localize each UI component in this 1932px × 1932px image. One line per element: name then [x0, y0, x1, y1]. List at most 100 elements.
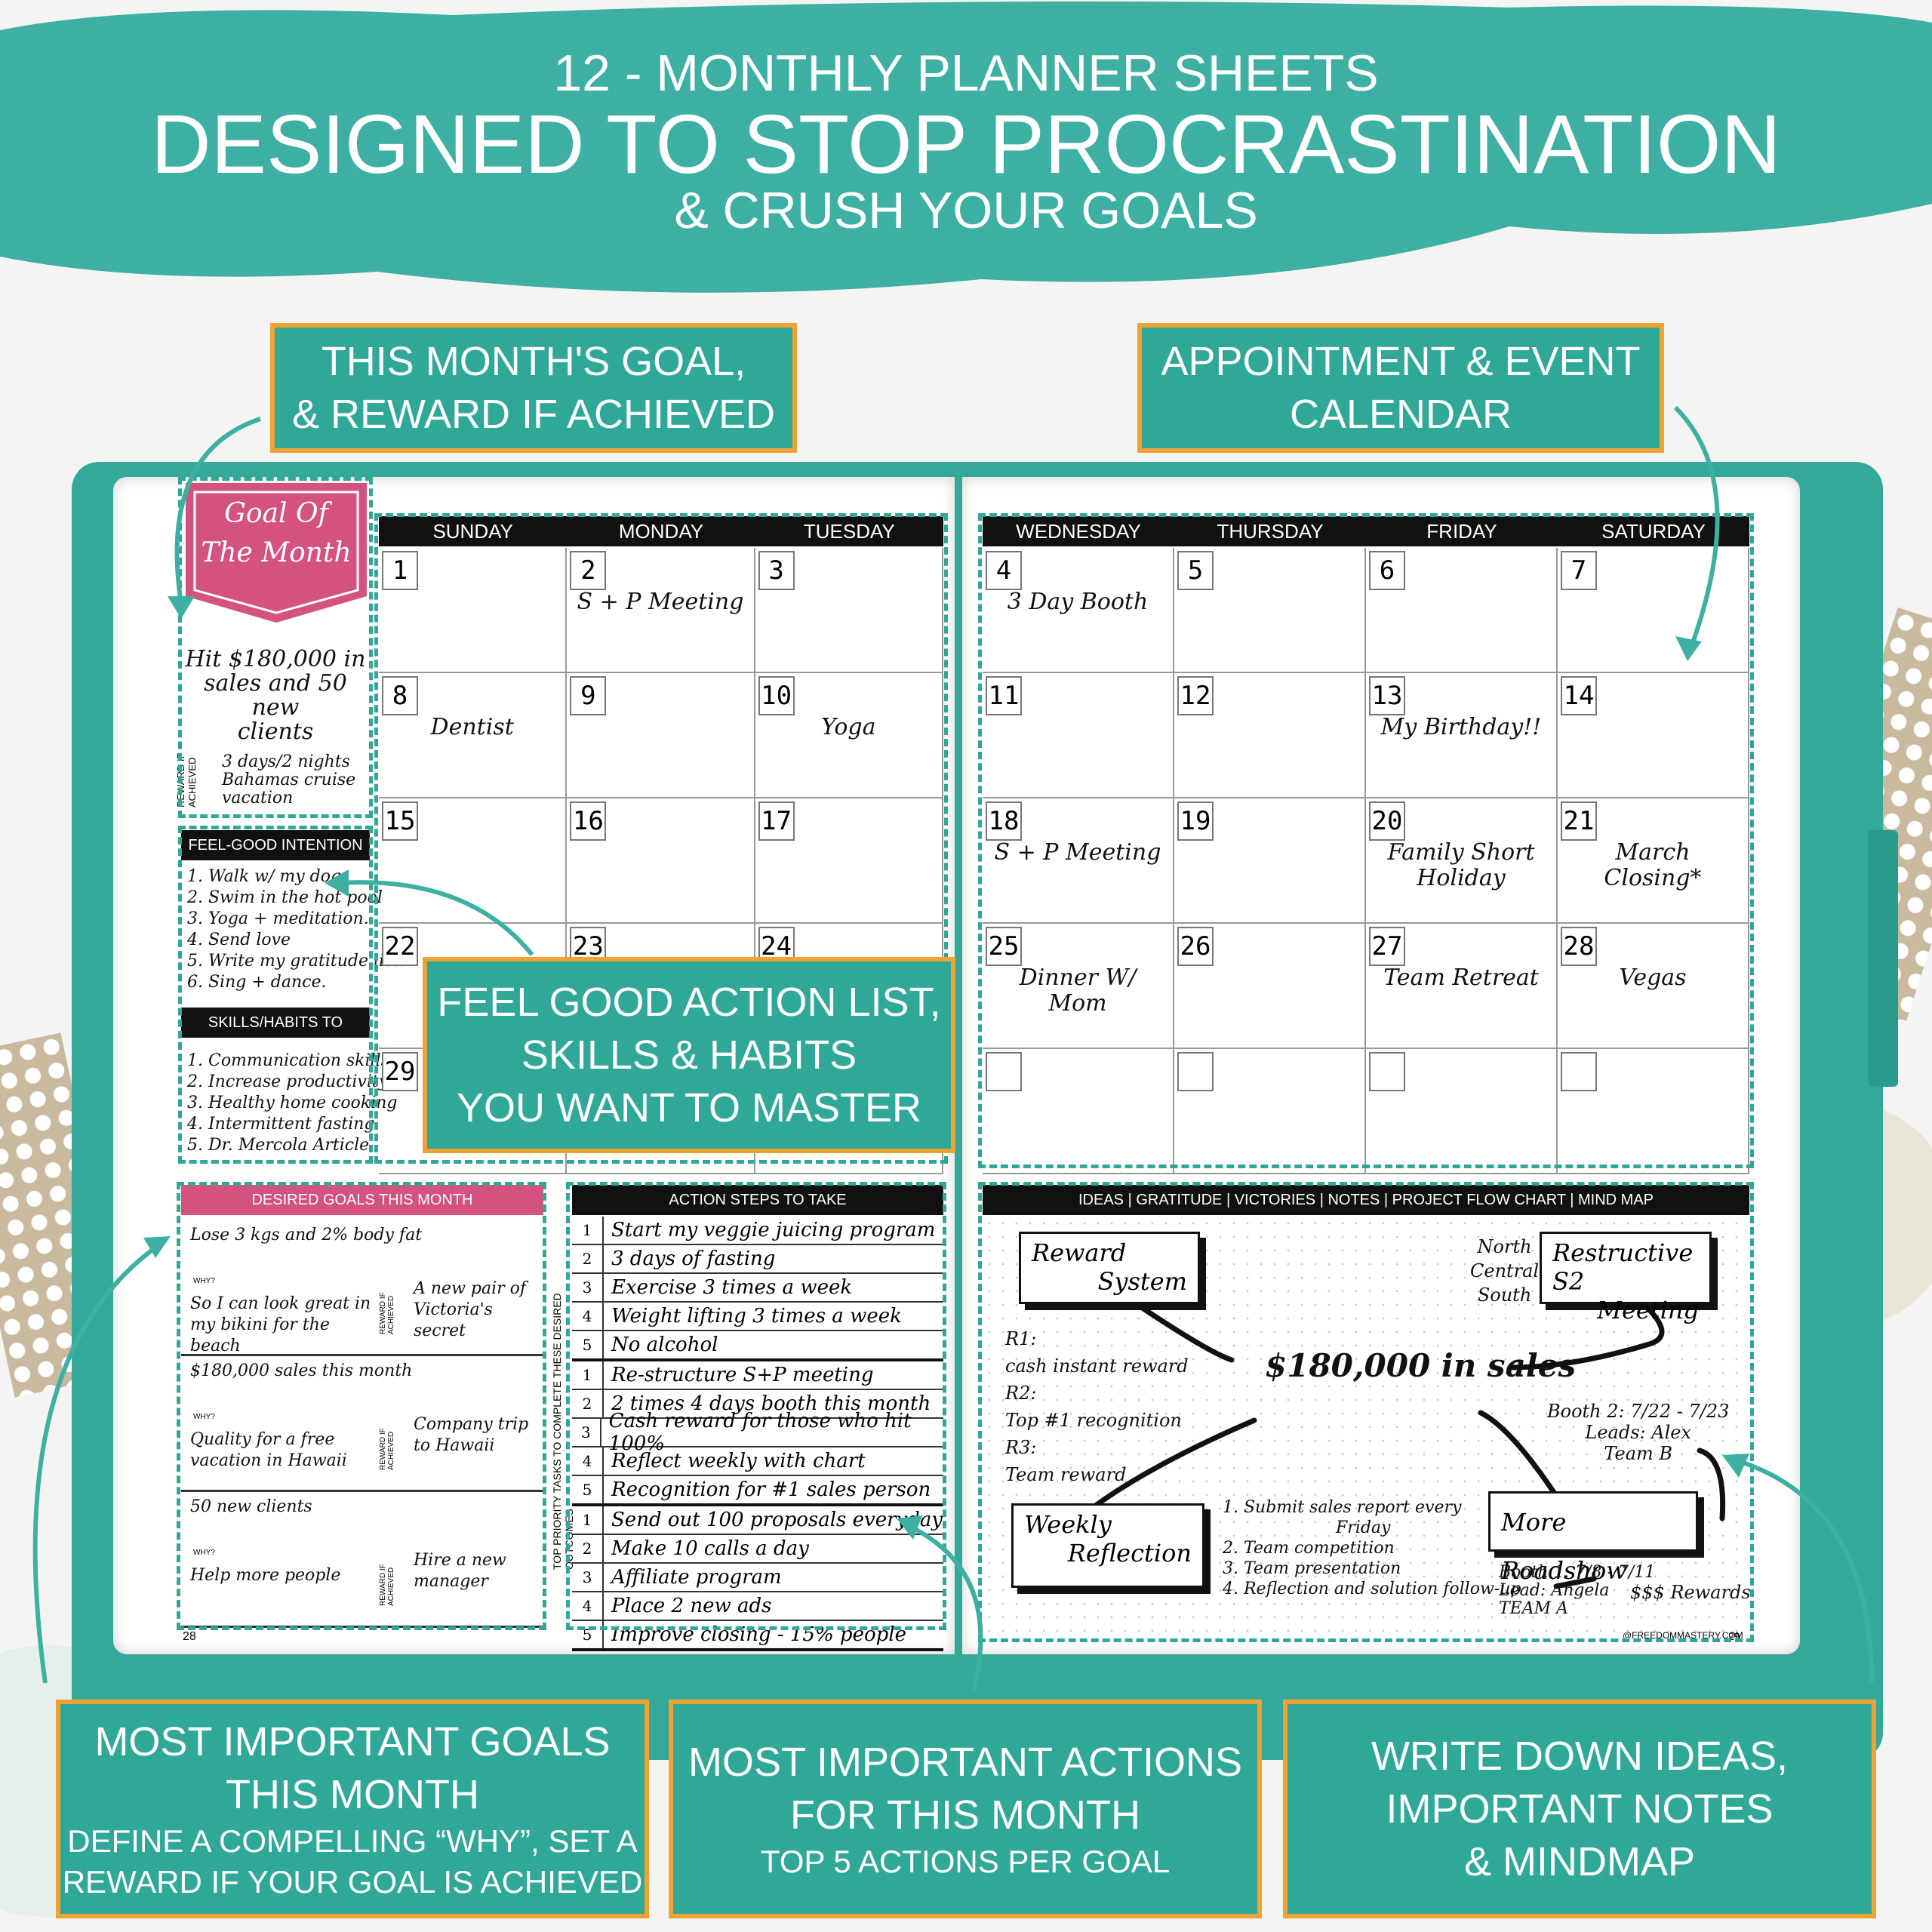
day-number: 14 — [1561, 676, 1597, 715]
month-reward-line-3: vacation — [222, 789, 294, 808]
calendar-day-cell[interactable]: 7 — [1558, 548, 1749, 673]
calendar-day-cell[interactable] — [1174, 1049, 1366, 1174]
booth2-line: Leads: Alex — [1585, 1422, 1691, 1443]
day-number: 25 — [986, 927, 1022, 966]
callout-actions: MOST IMPORTANT ACTIONS FOR THIS MONTH TO… — [669, 1700, 1262, 1918]
day-number: 4 — [986, 551, 1022, 590]
goal-ribbon-line-1: Goal Of — [224, 498, 328, 529]
callout-feel-good-line-3: YOU WANT TO MASTER — [456, 1085, 922, 1131]
why-text: So I can look great in my bikini for the… — [190, 1294, 371, 1355]
r-list-line: R2: — [1005, 1383, 1037, 1404]
calendar-day-cell[interactable]: 16 — [567, 798, 755, 924]
action-step-text: Re-structure S+P meeting — [611, 1364, 874, 1386]
calendar-event: March Closing* — [1604, 839, 1702, 891]
list-item: 1. Walk w/ my dog. — [187, 867, 347, 886]
calendar-day-cell[interactable] — [1366, 1049, 1558, 1174]
month-goal-text: Hit $180,000 in sales and 50 new clients — [181, 648, 370, 744]
goal-text: Lose 3 kgs and 2% body fat — [190, 1226, 423, 1244]
day-number: 27 — [1369, 927, 1405, 966]
calendar-day-cell[interactable]: 19 — [1174, 798, 1366, 924]
calendar-day-cell[interactable] — [983, 1049, 1174, 1174]
calendar-day-cell[interactable]: 29 — [379, 1049, 568, 1174]
calendar-day-cell[interactable]: 15 — [379, 798, 568, 924]
action-step-number: 1 — [572, 1361, 604, 1389]
callout-feel-good-line-1: FEEL GOOD ACTION LIST, — [437, 980, 941, 1025]
why-text: Quality for a free vacation in Hawaii — [190, 1430, 347, 1470]
weekday-saturday: SATURDAY — [1601, 520, 1706, 543]
action-step-text: No alcohol — [611, 1334, 718, 1356]
why-label: WHY? — [193, 1277, 215, 1285]
ideas-title: IDEAS | GRATITUDE | VICTORIES | NOTES | … — [983, 1185, 1749, 1215]
r-list-line: Top #1 recognition — [1005, 1410, 1182, 1431]
list-item: 4. Send love — [187, 931, 291, 949]
action-step-number: 2 — [572, 1390, 604, 1417]
arrow-to-ideas — [1735, 1458, 1874, 1684]
skills-list: 1. Communication skills 2. Increase prod… — [187, 1051, 398, 1156]
calendar-day-cell[interactable]: 1 — [379, 548, 568, 673]
day-number: 12 — [1177, 676, 1214, 715]
list-item: 5. Dr. Mercola Article — [187, 1136, 370, 1155]
reward-text: Hire a new manager — [414, 1551, 506, 1591]
header-line-3: & CRUSH YOUR GOALS — [674, 182, 1258, 239]
booth1-line: Booth 1: 7/8 - 7/11 — [1499, 1563, 1656, 1582]
calendar-day-cell[interactable] — [1558, 1049, 1749, 1174]
callout-goals: MOST IMPORTANT GOALS THIS MONTH DEFINE A… — [56, 1700, 649, 1918]
left-weekday-header: SUNDAY MONDAY TUESDAY — [379, 516, 943, 546]
calendar-day-cell[interactable]: 6 — [1366, 548, 1558, 673]
callout-goals-line-2: THIS MONTH — [226, 1772, 479, 1817]
calendar-day-cell[interactable]: 9 — [567, 673, 755, 798]
header-line-1: 12 - MONTHLY PLANNER SHEETS — [553, 45, 1379, 102]
calendar-day-cell[interactable]: 5 — [1174, 548, 1366, 673]
action-step-text: Cash reward for those who hit 100% — [608, 1410, 912, 1455]
calendar-event: Dentist — [430, 714, 514, 740]
r-list-line: R3: — [1005, 1437, 1037, 1458]
booth2-line: Team B — [1604, 1443, 1673, 1464]
calendar-day-cell[interactable]: 3 — [755, 548, 943, 673]
day-number: 13 — [1369, 676, 1405, 715]
list-item: 5. Write my gratitude list. — [187, 952, 405, 971]
calendar-day-cell[interactable]: 14 — [1558, 673, 1749, 798]
callout-goals-line-4: REWARD IF YOUR GOAL IS ACHIEVED — [62, 1864, 643, 1900]
calendar-event: Yoga — [821, 714, 876, 740]
callout-goal-reward-line-1: THIS MONTH'S GOAL, — [321, 339, 746, 384]
calendar-day-cell[interactable]: 11 — [983, 673, 1174, 798]
calendar-day-cell[interactable]: 17 — [755, 798, 943, 924]
month-goal-line-2: sales and 50 new — [204, 670, 347, 721]
day-number — [1177, 1052, 1214, 1091]
calendar-day-cell[interactable]: 12 — [1174, 673, 1366, 798]
action-step-row[interactable]: 1 Re-structure S+P meeting — [572, 1361, 943, 1390]
callout-ideas-line-1: WRITE DOWN IDEAS, — [1371, 1734, 1788, 1779]
mindmap-weekly-reflection: Weekly Reflection — [1011, 1503, 1204, 1588]
action-step-text: 3 days of fasting — [611, 1247, 776, 1270]
arrow-to-goals — [32, 1243, 160, 1684]
mindmap-reward-system: Reward System — [1019, 1232, 1200, 1304]
day-number: 2 — [570, 551, 607, 590]
calendar-day-cell[interactable]: 26 — [1174, 924, 1366, 1049]
